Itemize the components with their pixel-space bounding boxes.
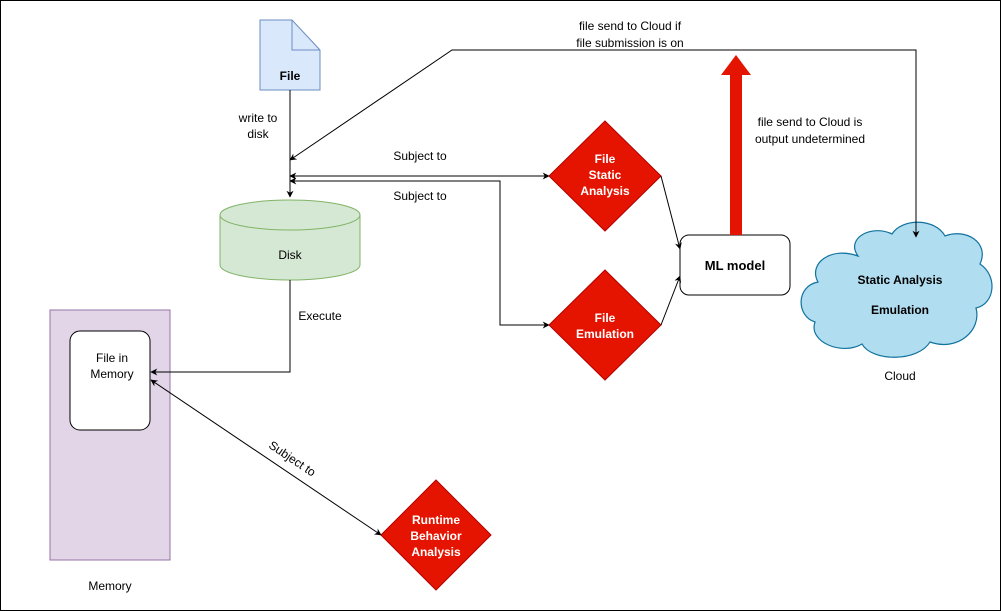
runtime-behavior-analysis-label-line1: Runtime — [412, 513, 460, 527]
file-in-memory-node — [69, 330, 151, 431]
file-emulation-node — [548, 269, 662, 381]
runtime-behavior-analysis-label-line3: Analysis — [411, 545, 461, 559]
edge-subject-to-emulation-label: Subject to — [393, 189, 447, 203]
file-node — [259, 19, 321, 91]
file-static-analysis-label-line2: Static — [589, 168, 622, 182]
file-in-memory-label-line1: File in — [96, 351, 128, 365]
edge-undetermined-label-line2: output undetermined — [755, 132, 865, 146]
file-node-fold — [291, 20, 320, 51]
edge-submission-label-line1: file send to Cloud if — [579, 19, 682, 33]
edge-cloud-disk — [289, 49, 920, 238]
cloud-label-line1: Static Analysis — [858, 273, 943, 287]
memory-label: Memory — [88, 579, 131, 593]
edge-execute-label: Execute — [298, 309, 342, 323]
file-emulation-label-line1: File — [595, 311, 616, 325]
runtime-behavior-analysis-node — [380, 479, 492, 591]
edge-submission-label-line2: file submission is on — [576, 36, 683, 50]
edge-ml-to-cloud-arrow — [721, 55, 751, 235]
disk-label: Disk — [278, 248, 302, 262]
file-static-analysis-label-line1: File — [595, 152, 616, 166]
runtime-behavior-analysis-label-line2: Behavior — [410, 529, 462, 543]
edge-subject-to-static-label: Subject to — [393, 149, 447, 163]
disk-node-top — [219, 199, 361, 231]
edge-memory-runtime — [150, 379, 382, 536]
cloud-node — [800, 221, 993, 358]
file-label: File — [280, 69, 301, 83]
edge-emulation-to-ml — [660, 275, 681, 326]
edge-disk-to-memory — [150, 280, 291, 376]
cloud-caption: Cloud — [884, 369, 915, 383]
file-emulation-label-line2: Emulation — [576, 327, 634, 341]
edge-undetermined-label-line1: file send to Cloud is — [758, 115, 863, 129]
edge-write-to-disk-label-line1: write to — [238, 111, 278, 125]
ml-model-label: ML model — [705, 258, 765, 273]
cloud-label-line2: Emulation — [871, 303, 929, 317]
file-in-memory-label-line2: Memory — [90, 367, 133, 381]
edge-write-to-disk-label-line2: disk — [247, 127, 269, 141]
file-static-analysis-label-line3: Analysis — [580, 184, 630, 198]
